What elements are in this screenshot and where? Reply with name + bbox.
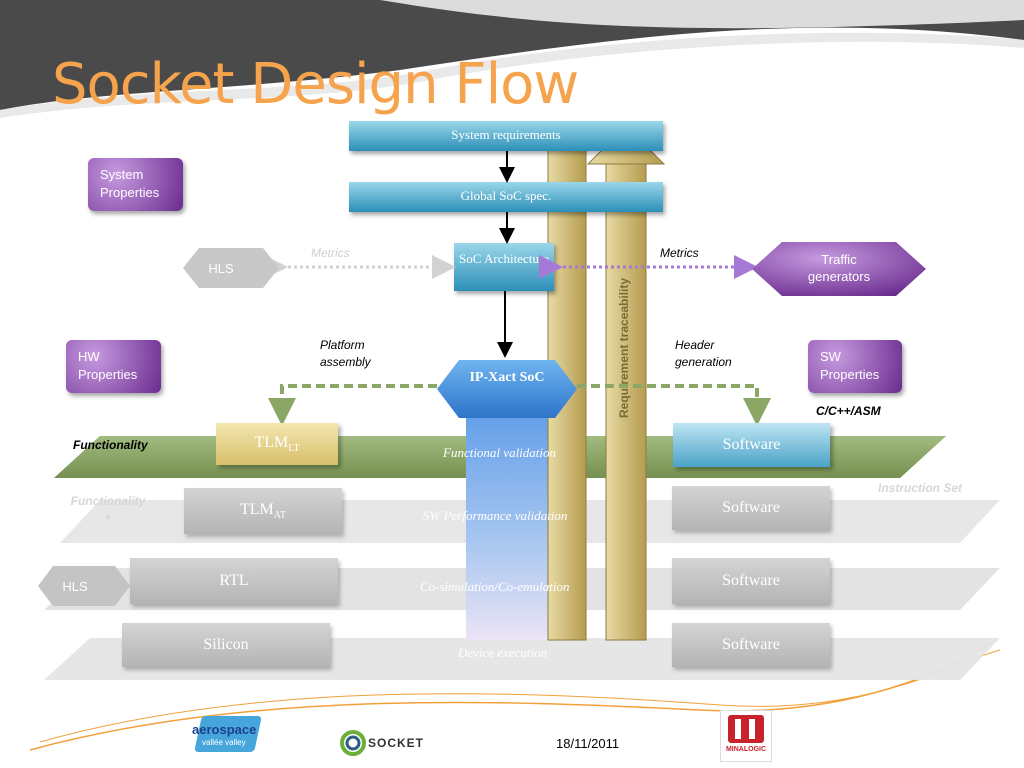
functionality-plus-label: Functionality +	[70, 494, 146, 524]
sw-performance-label: SW Performance validation	[423, 508, 568, 523]
socket-logo: SOCKET	[338, 728, 442, 758]
instruction-set-label: Instruction Set	[878, 481, 963, 495]
header-generation-label: Header generation	[675, 338, 732, 369]
aerospace-logo: aerospace vallée valley	[190, 712, 266, 758]
platform-assembly-label: Platform assembly	[320, 338, 371, 369]
metrics-left-label: Metrics	[311, 246, 350, 260]
tlm-at-box[interactable]: TLMAT	[184, 488, 342, 534]
sw-properties-box[interactable]: SW Properties	[808, 340, 902, 393]
page-title: Socket Design Flow	[52, 52, 579, 117]
hls-top-label: HLS	[208, 260, 234, 276]
ip-column	[466, 400, 548, 640]
rtl-box[interactable]: RTL	[130, 558, 338, 604]
hls-hexagon-bottom[interactable]	[38, 566, 130, 606]
software-box-layer4[interactable]: Software	[672, 623, 830, 667]
traffic-generators-hexagon[interactable]	[752, 242, 926, 296]
system-properties-box[interactable]: System Properties	[88, 158, 183, 211]
aerospace-logo-sub: vallée valley	[202, 738, 246, 747]
software-box-layer2[interactable]: Software	[672, 486, 830, 530]
hls-hexagon-top[interactable]	[183, 248, 279, 288]
ip-xact-hexagon[interactable]	[437, 360, 577, 418]
silicon-box[interactable]: Silicon	[122, 623, 330, 667]
metrics-right-label: Metrics	[660, 246, 699, 260]
socket-logo-icon	[340, 730, 366, 756]
minalogic-logo: MINALOGIC	[720, 710, 772, 762]
aerospace-logo-text: aerospace	[192, 722, 257, 737]
software-box-layer1[interactable]: Software	[673, 423, 830, 467]
functional-validation-label: Functional validation	[443, 445, 557, 460]
tlm-at-sub: AT	[273, 510, 286, 522]
hls-bottom-label: HLS	[62, 578, 88, 594]
ip-xact-label: IP-Xact SoC	[469, 370, 545, 385]
system-requirements-box[interactable]: System requirements	[349, 121, 663, 151]
global-soc-spec-box[interactable]: Global SoC spec.	[349, 182, 663, 212]
functionality-label: Functionality	[73, 438, 148, 452]
tlm-at-text: TLM	[239, 500, 274, 518]
device-execution-label: Device execution	[458, 645, 548, 660]
minalogic-logo-text: MINALOGIC	[725, 746, 767, 753]
socket-logo-text: SOCKET	[368, 736, 425, 750]
co-simulation-label: Co-simulation/Co-emulation	[420, 579, 570, 594]
software-box-layer3[interactable]: Software	[672, 558, 830, 604]
tlm-lt-box[interactable]: TLMLT	[216, 423, 338, 465]
soc-architecture-box[interactable]: SoC Architecture	[454, 243, 554, 291]
hw-properties-box[interactable]: HW Properties	[66, 340, 161, 393]
c-cpp-asm-label: C/C++/ASM	[816, 404, 881, 418]
date-label: 18/11/2011	[556, 736, 620, 751]
tlm-lt-text: TLM	[254, 433, 289, 451]
traffic-generators-label: Traffic generators	[807, 252, 871, 284]
tlm-lt-sub: LT	[288, 443, 300, 455]
